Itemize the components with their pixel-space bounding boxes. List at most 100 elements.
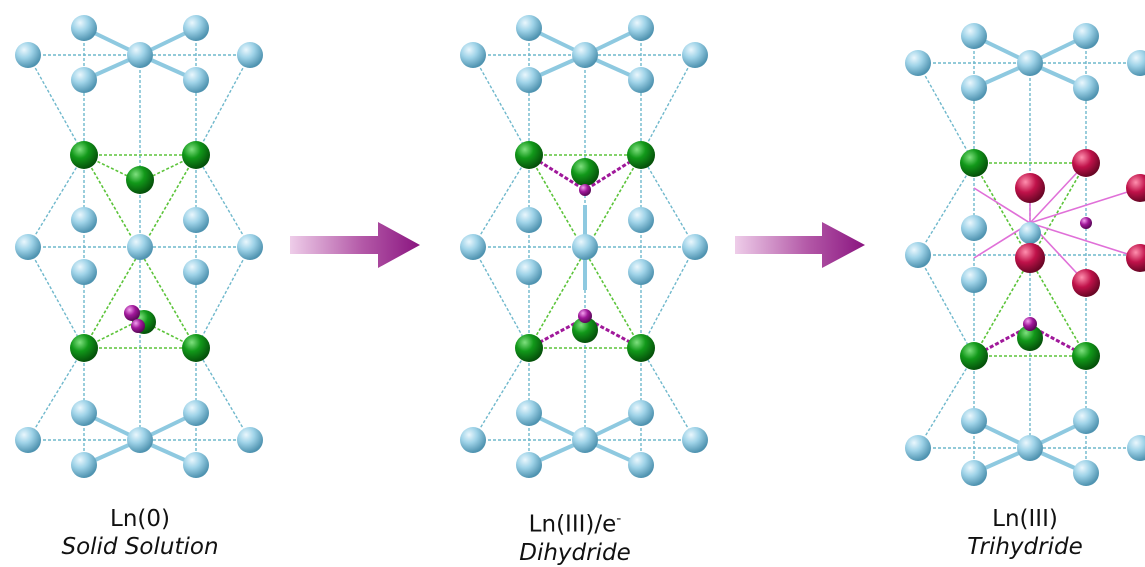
hydrogen-atom: [578, 309, 592, 323]
lattice-atom: [516, 452, 542, 478]
lattice-atom: [1127, 50, 1145, 76]
lattice-atom: [71, 259, 97, 285]
hydride-atom: [1126, 244, 1145, 272]
lattice-atom: [961, 267, 987, 293]
lattice-atom: [516, 207, 542, 233]
hydrogen-atom: [579, 184, 591, 196]
charge-superscript: -: [616, 511, 622, 527]
lattice-atom: [516, 400, 542, 426]
lattice-atom: [628, 400, 654, 426]
green-atom: [70, 141, 98, 169]
lattice-atom: [183, 400, 209, 426]
formula-label: Ln(III)/e-: [528, 511, 622, 538]
atoms: [15, 15, 263, 478]
lattice-atom: [1073, 408, 1099, 434]
trihydride-bonds: [973, 162, 1141, 284]
caption-dihydride: Ln(III)/e- Dihydride: [455, 505, 695, 567]
lattice-atom: [127, 234, 153, 260]
lattice-atom: [1019, 222, 1041, 244]
hydride-atom: [1015, 243, 1045, 273]
lattice-atom: [183, 15, 209, 41]
lattice-atom: [237, 42, 263, 68]
lattice-atom: [183, 207, 209, 233]
lattice-atom: [1127, 435, 1145, 461]
green-atom: [1017, 325, 1043, 351]
lattice-atom: [682, 42, 708, 68]
hydride-atom: [1126, 174, 1145, 202]
lattice-atom: [905, 435, 931, 461]
lattice-atom: [127, 427, 153, 453]
green-atom: [627, 334, 655, 362]
formula-label: Ln(0): [110, 506, 170, 532]
lattice-bonds: [472, 28, 696, 465]
lattice-atom: [15, 42, 41, 68]
lattice-atom: [71, 207, 97, 233]
lattice-atom: [572, 42, 598, 68]
green-atom: [572, 317, 598, 343]
lattice-atom: [628, 452, 654, 478]
lattice-atom: [71, 452, 97, 478]
lattice-atom: [628, 207, 654, 233]
lattice-atom: [572, 427, 598, 453]
atoms: [905, 23, 1145, 486]
lattice-atom: [183, 259, 209, 285]
lattice-atom: [71, 400, 97, 426]
green-atom: [182, 334, 210, 362]
green-atom: [1072, 342, 1100, 370]
lattice-atom: [961, 23, 987, 49]
lattice-atom: [1017, 435, 1043, 461]
lattice-atom: [905, 50, 931, 76]
lattice-atom: [237, 427, 263, 453]
green-atom: [70, 334, 98, 362]
phase-name: Dihydride: [519, 539, 631, 566]
lattice-atom: [628, 15, 654, 41]
lattice-atom: [961, 75, 987, 101]
green-atom: [182, 141, 210, 169]
lattice-atom: [15, 427, 41, 453]
lattice-atom: [460, 42, 486, 68]
transition-arrow-1: [290, 222, 420, 268]
lattice-atom: [460, 234, 486, 260]
lattice-atom: [961, 215, 987, 241]
lattice-atom: [682, 234, 708, 260]
caption-trihydride: Ln(III) Trihydride: [905, 505, 1145, 561]
lattice-atom: [1073, 460, 1099, 486]
green-atom: [515, 141, 543, 169]
lattice-atom: [71, 15, 97, 41]
formula-label: Ln(III): [992, 506, 1058, 532]
lattice-atom: [460, 427, 486, 453]
lattice-atom: [572, 234, 598, 260]
green-atom: [571, 158, 599, 186]
lattice-atom: [183, 452, 209, 478]
hydrogen-atom: [1080, 217, 1092, 229]
lattice-atom: [15, 234, 41, 260]
lattice-atom: [183, 67, 209, 93]
hydride-atom: [1015, 173, 1045, 203]
lattice-atom: [1073, 75, 1099, 101]
phase-name: Solid Solution: [61, 534, 219, 560]
lattice-atom: [516, 15, 542, 41]
hydrogen-atom: [131, 319, 145, 333]
panel-dihydride: [460, 15, 708, 478]
lattice-atom: [71, 67, 97, 93]
hydrogen-atom: [1023, 317, 1037, 331]
lattice-atom: [682, 427, 708, 453]
transition-arrow-2: [735, 222, 865, 268]
green-atom: [515, 334, 543, 362]
lattice-atom: [237, 234, 263, 260]
atoms: [460, 15, 708, 478]
green-atom: [627, 141, 655, 169]
lattice-atom: [628, 259, 654, 285]
lattice-atom: [1073, 23, 1099, 49]
panel-solid-solution: [15, 15, 263, 478]
green-atom: [126, 166, 154, 194]
lattice-atom: [961, 408, 987, 434]
hydride-atom: [1072, 269, 1100, 297]
lattice-atom: [905, 242, 931, 268]
phase-name: Trihydride: [967, 534, 1083, 560]
panel-trihydride: [905, 23, 1145, 486]
lattice-atom: [516, 259, 542, 285]
lattice-atom: [516, 67, 542, 93]
green-atom: [960, 149, 988, 177]
